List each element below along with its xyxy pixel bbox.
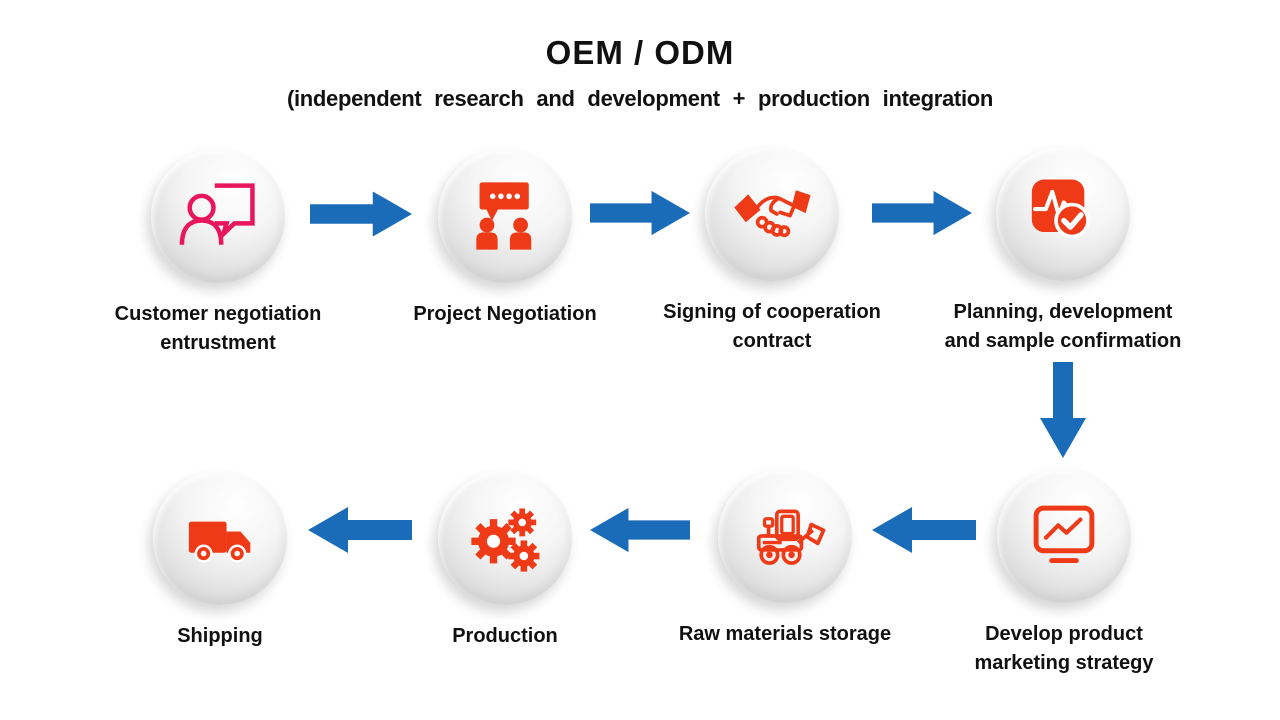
arrow-down-icon xyxy=(1040,362,1086,458)
group-chat-icon xyxy=(476,182,532,250)
step-circle xyxy=(718,469,852,603)
monitor-chart-icon xyxy=(1033,505,1095,564)
gears-icon xyxy=(471,508,540,572)
step-circle xyxy=(705,147,839,281)
step-label: Customer negotiation entrustment xyxy=(114,303,322,354)
page-subtitle: (independent research and development + … xyxy=(286,86,994,111)
step-circle xyxy=(997,469,1131,603)
step-planning-development: Planning, development and sample confirm… xyxy=(913,147,1213,356)
arrow-right-icon xyxy=(590,190,690,236)
step-circle xyxy=(438,149,572,283)
step-circle xyxy=(153,471,287,605)
arrow-right-icon xyxy=(310,191,412,237)
step-circle xyxy=(996,147,1130,281)
step-production: Production xyxy=(355,471,655,651)
step-project-negotiation: Project Negotiation xyxy=(355,149,655,329)
step-label: Raw materials storage xyxy=(678,623,892,645)
step-circle xyxy=(438,471,572,605)
step-label: Shipping xyxy=(177,625,263,647)
step-label: Production xyxy=(452,625,558,647)
step-customer-negotiation: Customer negotiation entrustment xyxy=(68,149,368,358)
step-label: Develop product marketing strategy xyxy=(974,623,1154,674)
step-circle xyxy=(151,149,285,283)
arrow-left-icon xyxy=(872,507,976,553)
step-shipping: Shipping xyxy=(70,471,370,651)
step-label: Planning, development and sample confirm… xyxy=(944,301,1182,352)
person-chat-icon xyxy=(179,183,255,245)
truck-icon xyxy=(188,521,251,563)
step-contract-signing: Signing of cooperation contract xyxy=(622,147,922,356)
step-label: Project Negotiation xyxy=(413,303,597,325)
step-raw-materials: Raw materials storage xyxy=(635,469,935,649)
loader-icon xyxy=(756,509,826,565)
pulse-check-icon xyxy=(1031,179,1090,239)
step-marketing-strategy: Develop product marketing strategy xyxy=(914,469,1214,678)
handshake-icon xyxy=(734,190,811,238)
arrow-left-icon xyxy=(590,507,690,553)
arrow-left-icon xyxy=(308,507,412,553)
step-label: Signing of cooperation contract xyxy=(663,301,881,352)
page-title: OEM / ODM xyxy=(545,34,735,71)
arrow-right-icon xyxy=(872,190,972,236)
